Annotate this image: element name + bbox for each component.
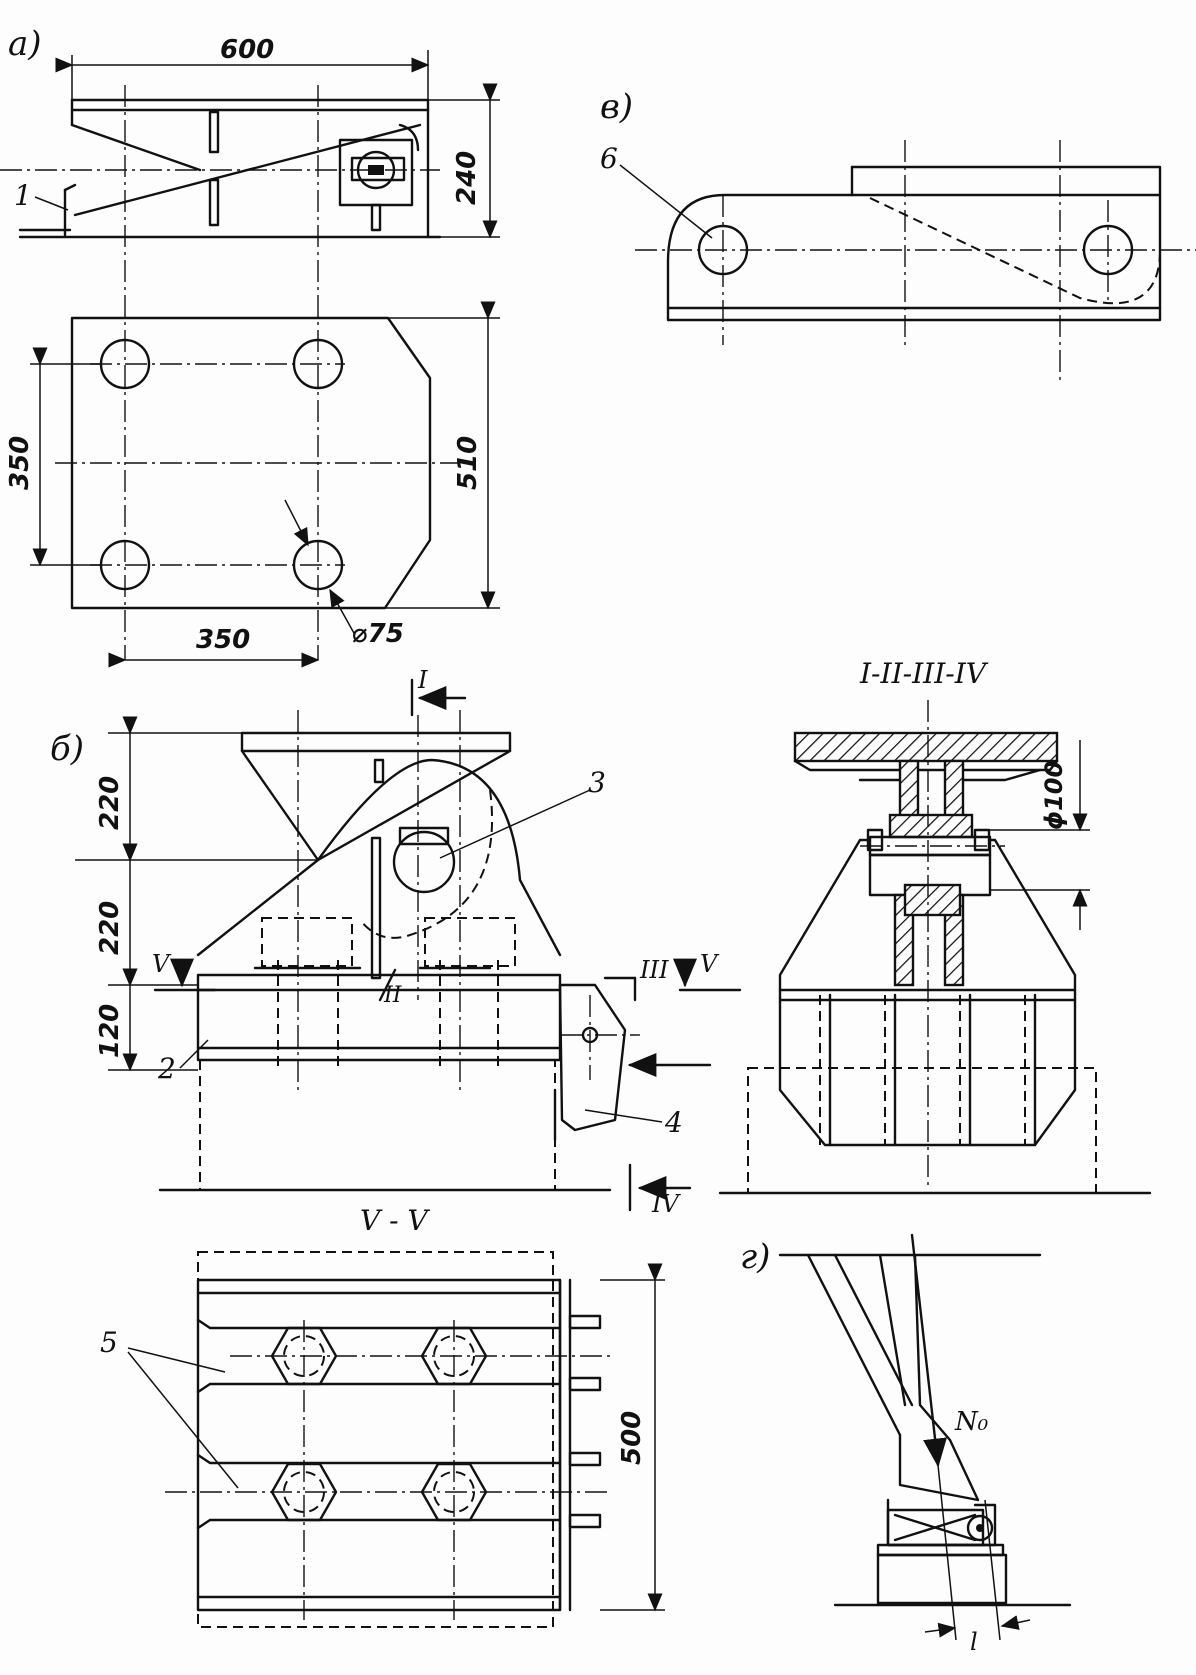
- view-b-section-marks: I II III V IV V: [152, 666, 742, 1218]
- section-main: I-II-III-IV: [718, 657, 1152, 1195]
- dim-hole-label: ⌀75: [352, 619, 404, 649]
- callout-1-label: 1: [14, 179, 32, 212]
- section-mark-iv: IV: [651, 1190, 681, 1218]
- section-v: V - V: [100, 1204, 665, 1628]
- view-b-callouts: 2 3 4: [157, 766, 683, 1139]
- dim-240-label: 240: [452, 151, 482, 205]
- dim-hole: ⌀75: [284, 499, 404, 649]
- callout-3-label: 3: [588, 766, 606, 799]
- dim-510: 510: [385, 301, 500, 610]
- view-v-label: в): [600, 87, 633, 127]
- section-main-title: I-II-III-IV: [859, 657, 989, 690]
- view-a: а): [0, 24, 500, 668]
- section-mark-ii: II: [383, 983, 403, 1008]
- dim-220-a: 220: [95, 776, 125, 830]
- view-g-label: г): [740, 1237, 770, 1277]
- callout-6-label: 6: [600, 142, 618, 175]
- view-a-plan: [55, 316, 460, 610]
- section-v-title: V - V: [360, 1204, 430, 1237]
- view-b: б): [50, 666, 742, 1218]
- dim-500: 500: [617, 1411, 647, 1465]
- view-b-label: б): [50, 729, 84, 769]
- section-mark-i: I: [417, 666, 428, 694]
- dim-350-horizontal: 350: [108, 625, 320, 668]
- view-a-label: а): [8, 24, 42, 64]
- callout-4-label: 4: [664, 1106, 683, 1139]
- dim-600-label: 600: [220, 35, 274, 65]
- dim-120: 120: [95, 1004, 125, 1058]
- section-mark-v-right: V: [700, 950, 720, 978]
- callout-1: 1: [14, 179, 69, 212]
- view-g: г) N₀ l: [740, 1233, 1072, 1656]
- callout-2-label: 2: [157, 1052, 176, 1085]
- section-mark-v-left: V: [152, 950, 172, 978]
- dim-600: 600: [55, 35, 430, 100]
- dim-350v-label: 350: [5, 436, 35, 490]
- dim-350-vertical: 350: [5, 347, 100, 567]
- callout-5-label: 5: [100, 1326, 118, 1359]
- force-label: N₀: [954, 1407, 989, 1437]
- dim-510-label: 510: [453, 436, 483, 490]
- view-v: в) 6: [600, 87, 1196, 380]
- dim-220-b: 220: [95, 901, 125, 955]
- dim-phi100: ϕ100: [1040, 761, 1068, 830]
- offset-label: l: [970, 1628, 978, 1656]
- dim-350h-label: 350: [196, 625, 250, 655]
- view-b-dims: 220 220 120: [75, 716, 318, 1072]
- dim-240: 240: [428, 83, 500, 239]
- section-mark-iii: III: [639, 956, 669, 984]
- view-a-elevation: [0, 85, 442, 660]
